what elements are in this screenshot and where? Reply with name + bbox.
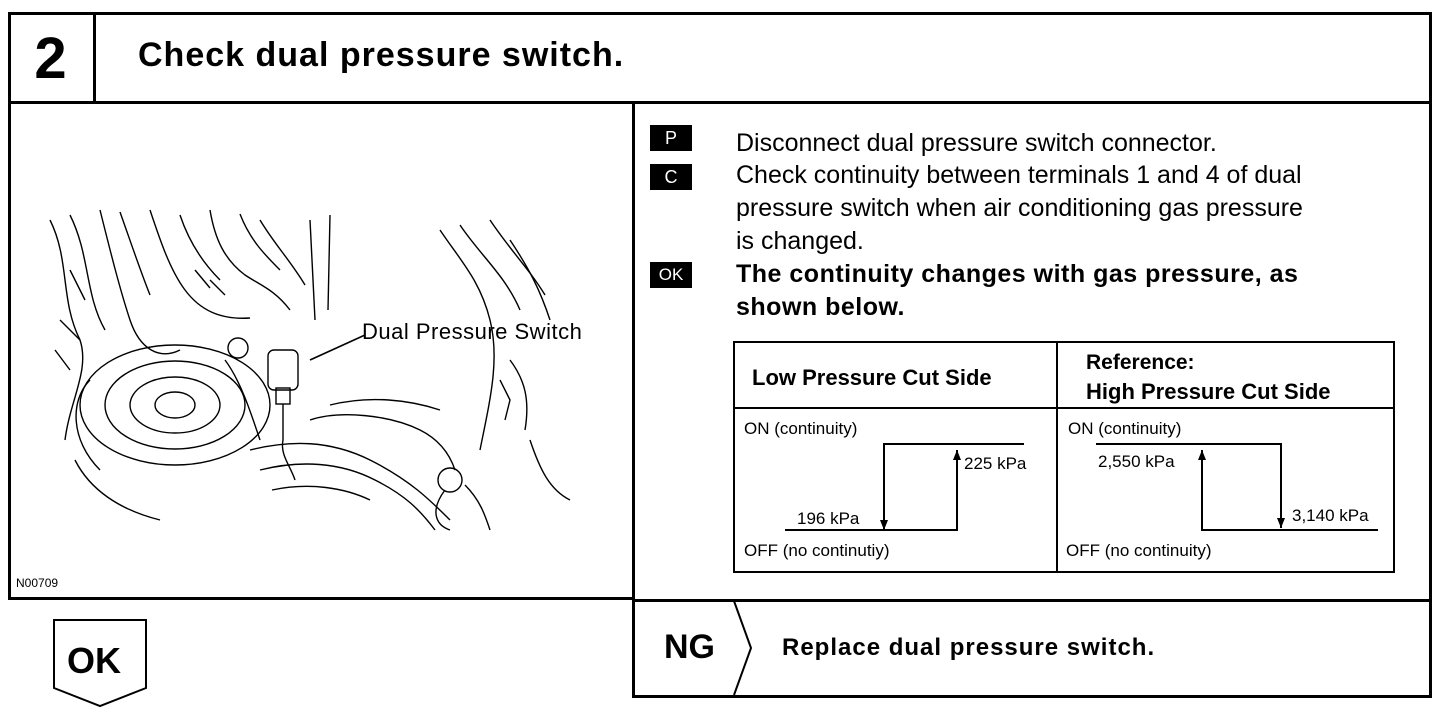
low-off-label: OFF (no continutiy) <box>744 541 890 560</box>
step-number: 2 <box>8 12 96 104</box>
engine-illustration <box>49 209 571 531</box>
high-off-label: OFF (no continuity) <box>1066 541 1212 560</box>
low-side-header: Low Pressure Cut Side <box>752 365 992 390</box>
prepare-text: Disconnect dual pressure switch connecto… <box>736 129 1217 157</box>
check-text-line-2: pressure switch when air conditioning ga… <box>736 194 1303 222</box>
figure-callout-label: Dual Pressure Switch <box>362 319 583 344</box>
frame-divider <box>632 104 635 698</box>
ok-result-label: OK <box>67 640 121 681</box>
check-badge: C <box>650 164 692 190</box>
table-column-divider <box>1056 341 1058 573</box>
high-off-threshold: 3,140 kPa <box>1292 506 1369 525</box>
step-title: Check dual pressure switch. <box>138 36 625 74</box>
prepare-badge: P <box>650 125 692 151</box>
high-side-header: High Pressure Cut Side <box>1086 379 1331 404</box>
check-text-line-3: is changed. <box>736 227 864 255</box>
ng-result-label: NG <box>664 628 715 666</box>
ng-row-bottom-border <box>632 695 1432 698</box>
high-on-label: ON (continuity) <box>1068 419 1182 438</box>
table-header-divider <box>733 407 1395 409</box>
high-side-header-reference: Reference: <box>1086 351 1195 374</box>
ok-badge: OK <box>650 262 692 288</box>
ok-text-line-2: shown below. <box>736 293 905 321</box>
frame-right-border <box>1429 104 1432 698</box>
ng-action-text: Replace dual pressure switch. <box>782 634 1156 661</box>
check-text-line-1: Check continuity between terminals 1 and… <box>736 161 1302 189</box>
step-header <box>8 12 1432 104</box>
frame-left-border <box>8 104 11 598</box>
continuity-table <box>733 341 1395 573</box>
ng-row-top-border <box>632 599 1432 602</box>
figure-code: N00709 <box>16 576 59 590</box>
ok-text-line-1: The continuity changes with gas pressure… <box>736 260 1299 288</box>
low-on-label: ON (continuity) <box>744 419 858 438</box>
low-off-threshold: 196 kPa <box>797 509 860 528</box>
high-on-threshold: 2,550 kPa <box>1098 452 1175 471</box>
low-on-threshold: 225 kPa <box>964 454 1027 473</box>
illustration-bottom-border <box>8 597 635 600</box>
